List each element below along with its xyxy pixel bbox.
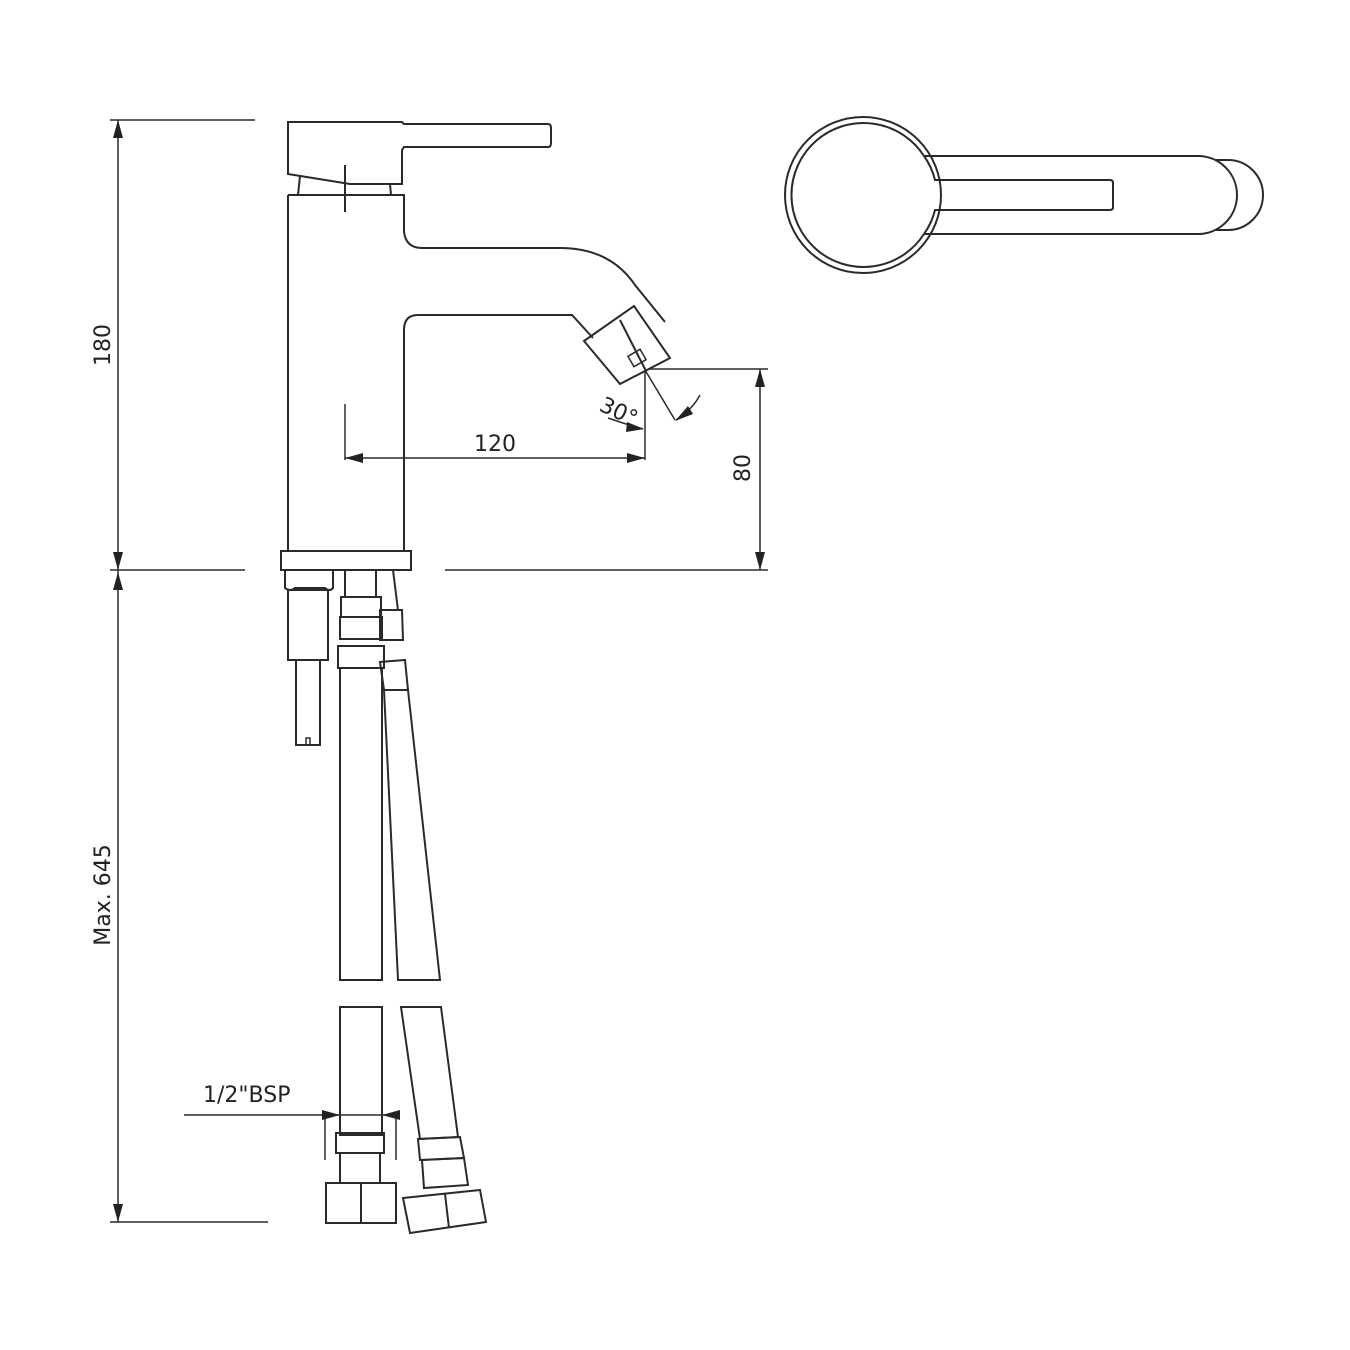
dimension-80: 80 <box>445 368 768 571</box>
dimension-label-180: 180 <box>91 324 116 366</box>
dimension-180: 180 <box>91 119 255 571</box>
fixing-rod <box>284 570 334 746</box>
lever-handle <box>287 121 552 185</box>
hose-right <box>378 569 488 1235</box>
dimension-label-max-645: Max. 645 <box>91 844 116 945</box>
dimension-max-645: Max. 645 <box>91 570 268 1223</box>
faucet-top-view <box>784 116 1264 274</box>
dimension-label-120: 120 <box>474 432 516 457</box>
base-plate <box>280 550 412 571</box>
connection-label-bsp: 1/2"BSP <box>203 1083 290 1108</box>
hose-left <box>325 570 397 1224</box>
faucet-side-view <box>280 121 672 571</box>
dimension-angle-30: 30° <box>595 369 701 432</box>
dimension-120: 120 <box>345 370 646 463</box>
dimension-label-80: 80 <box>731 454 756 482</box>
spout-aerator <box>582 304 672 386</box>
faucet-body <box>288 194 666 323</box>
dimension-half-inch-bsp: 1/2"BSP <box>184 1083 400 1160</box>
